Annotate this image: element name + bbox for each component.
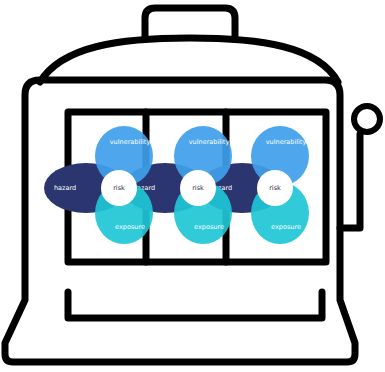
node-label: vulnerability [266,139,307,146]
risk-circle-fill [257,170,293,206]
exposure-blob-fill [95,182,153,244]
node-label: hazard [54,185,76,192]
node-label: vulnerability [189,139,230,146]
coin-tray [68,292,322,318]
reel-window [68,112,326,262]
node-label: exposure [115,224,145,231]
node-label: vulnerability [110,139,151,146]
cabinet [5,80,355,362]
risk-circle: risk [257,170,293,206]
node-label: risk [192,185,204,192]
risk-circle-fill [180,170,216,206]
node-label: risk [113,185,125,192]
dome [40,38,338,82]
node-label: exposure [194,224,224,231]
exposure-blob-fill [251,182,309,244]
node-label: exposure [271,224,301,231]
risk-circle: risk [101,170,137,206]
lever-knob [354,106,380,132]
exposure-blob-fill [174,182,232,244]
top-handle [145,8,235,38]
node-label: risk [269,185,281,192]
risk-circle-fill [101,170,137,206]
risk-circle: risk [180,170,216,206]
lever-arm [340,134,360,228]
